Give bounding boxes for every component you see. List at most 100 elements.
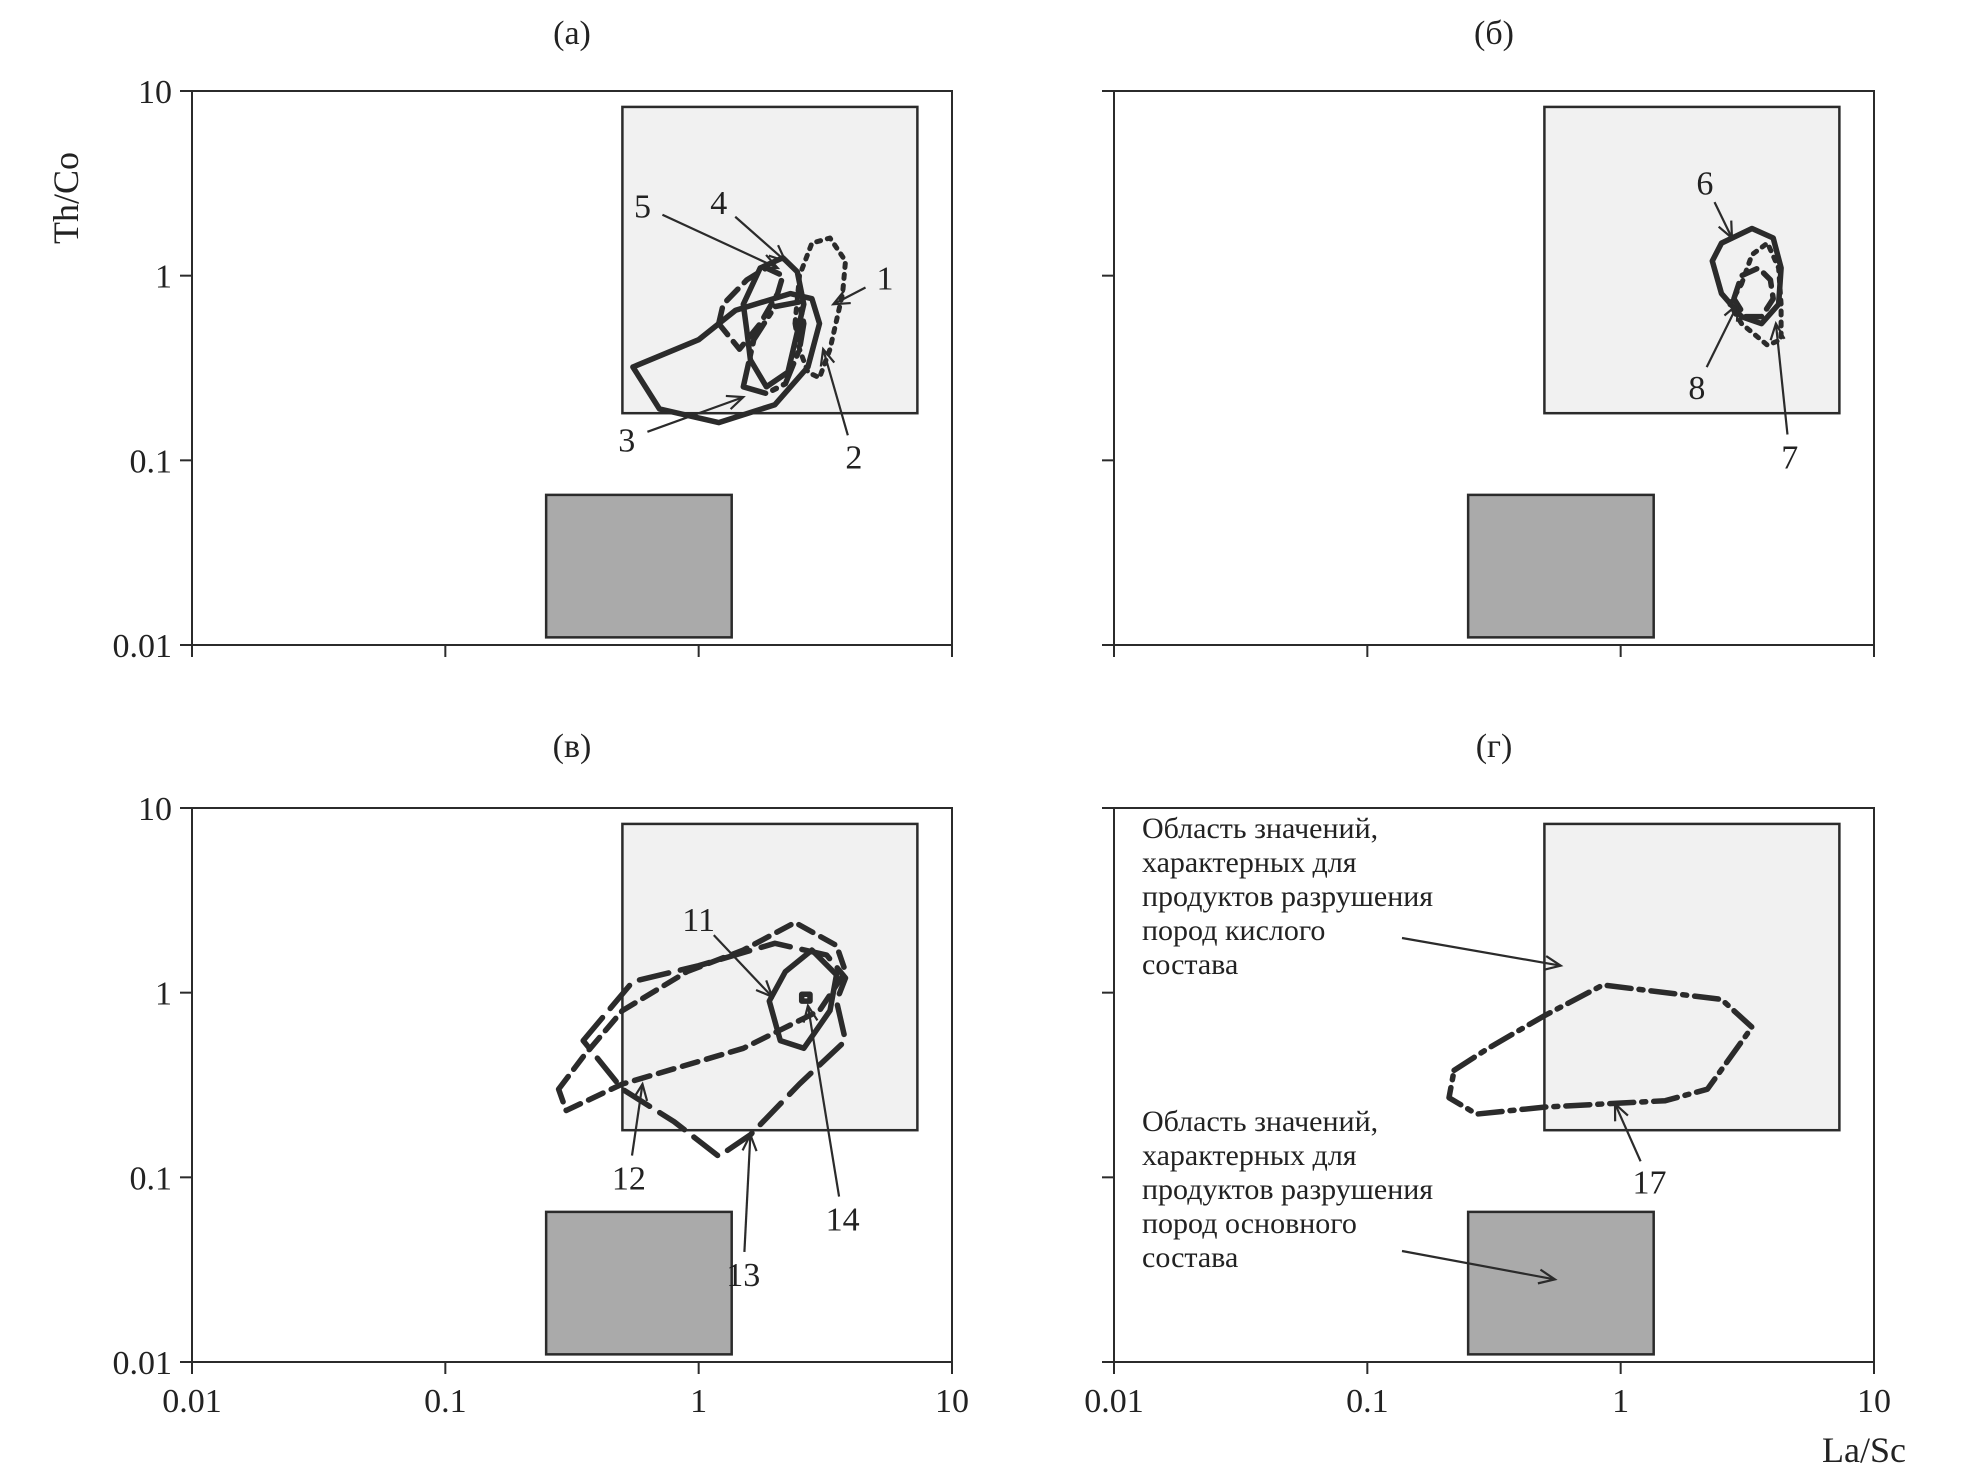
annotation-line: продуктов разрушения [1142,1173,1433,1206]
x-tick-label: 10 [1857,1383,1891,1420]
arrow-head [1543,955,1564,971]
x-tick-label: 10 [935,1383,969,1420]
annotation-line: состава [1142,1241,1238,1274]
annotation-acid: Область значений,характерных дляпродукто… [1142,812,1564,981]
x-tick-label: 0.01 [1084,1383,1144,1420]
arrow-head [632,1081,649,1102]
annotation-line: Область значений, [1142,1105,1378,1138]
arrow-head [819,346,836,367]
arrow-head [802,1002,819,1023]
field-13 [580,940,849,1160]
x-tick-label: 1 [1612,1383,1629,1420]
field-5 [715,265,786,352]
arrow-head [1613,1101,1629,1122]
arrow-head [1537,1268,1558,1285]
annotation-line: пород кислого [1142,914,1325,947]
label-arrow [647,396,744,433]
field-label-3: 3 [618,422,635,459]
plot-frame [191,90,953,646]
field-12 [555,919,849,1114]
annotation-line: Область значений, [1142,812,1378,845]
field-label-14: 14 [826,1201,860,1238]
label-arrow [661,213,779,270]
field-11 [766,947,840,1052]
arrow-head [1769,320,1786,341]
field-label-7: 7 [1781,439,1798,476]
x-tick-label: 0.01 [162,1383,222,1420]
field-label-1: 1 [877,260,894,297]
field-14 [798,991,813,1004]
plot-frame [1113,807,1875,1363]
arrow-head [755,979,775,999]
annotation-line: пород основного [1142,1207,1357,1240]
field-label-2: 2 [845,439,862,476]
arrow-head [1723,301,1740,322]
acid-rock-region [1543,105,1841,415]
field-label-13: 13 [726,1257,760,1294]
basic-rock-region [1466,1210,1655,1356]
basic-rock-region [544,1210,733,1356]
x-tick-label: 1 [690,1383,707,1420]
y-tick-label: 0.1 [130,443,173,480]
basic-rock-region [1466,493,1655,639]
y-tick-label: 10 [138,74,172,111]
panel-title: (в) [553,728,592,765]
label-arrow [1614,1103,1642,1162]
field-3 [630,290,823,426]
x-axis-label: La/Sc [1822,1430,1906,1470]
y-axis-label: Th/Co [46,152,86,244]
field-1 [792,235,848,381]
field-2 [740,299,807,397]
label-arrow [1705,303,1739,368]
field-label-5: 5 [634,188,651,225]
label-arrow [1713,201,1733,239]
field-label-17: 17 [1633,1164,1667,1201]
y-tick-label: 10 [138,791,172,828]
field-4 [740,255,807,390]
label-arrow [822,348,849,436]
panel-title: (а) [553,15,591,52]
label-arrow [806,1005,841,1197]
y-tick-label: 1 [155,259,172,296]
annotation-line: состава [1142,948,1238,981]
panel-1: (а) 10 1 0.1 0.01 Th/Co 1 2 3 4 5 [46,15,953,665]
field-label-12: 12 [612,1160,646,1197]
field-label-11: 11 [682,902,715,939]
panel-2: (б)678 [1102,15,1875,657]
plot-frame [1113,90,1875,646]
field-17 [1446,982,1755,1117]
label-arrow [630,1083,644,1156]
y-tick-label: 0.1 [130,1160,173,1197]
arrow-head [1717,220,1734,241]
basic-rock-region [544,493,733,639]
panel-title: (г) [1476,728,1513,765]
field-8 [1731,265,1776,320]
x-tick-label: 0.1 [1346,1383,1389,1420]
y-tick-label: 1 [155,976,172,1013]
arrow-head [725,394,746,410]
acid-rock-region [1543,822,1841,1132]
acid-rock-region [621,822,919,1132]
label-arrow [743,1134,752,1252]
arrow-head [760,254,781,270]
annotation-arrow [1401,936,1561,967]
arrow-head [830,289,851,306]
arrow-head [768,244,788,263]
annotation-basic: Область значений,характерных дляпродукто… [1142,1105,1558,1285]
y-tick-label: 0.01 [113,628,173,665]
field-label-4: 4 [710,185,727,222]
field-label-8: 8 [1688,370,1705,407]
plot-frame [191,807,953,1363]
annotation-line: продуктов разрушения [1142,880,1433,913]
annotation-line: характерных для [1142,846,1357,879]
annotation-arrow [1401,1249,1556,1281]
annotation-line: характерных для [1142,1139,1357,1172]
arrow-head [741,1132,758,1152]
label-arrow [1774,323,1789,435]
x-tick-label: 0.1 [424,1383,467,1420]
y-tick-label: 0.01 [113,1345,173,1382]
field-7 [1727,240,1784,348]
panel-title: (б) [1474,15,1514,52]
